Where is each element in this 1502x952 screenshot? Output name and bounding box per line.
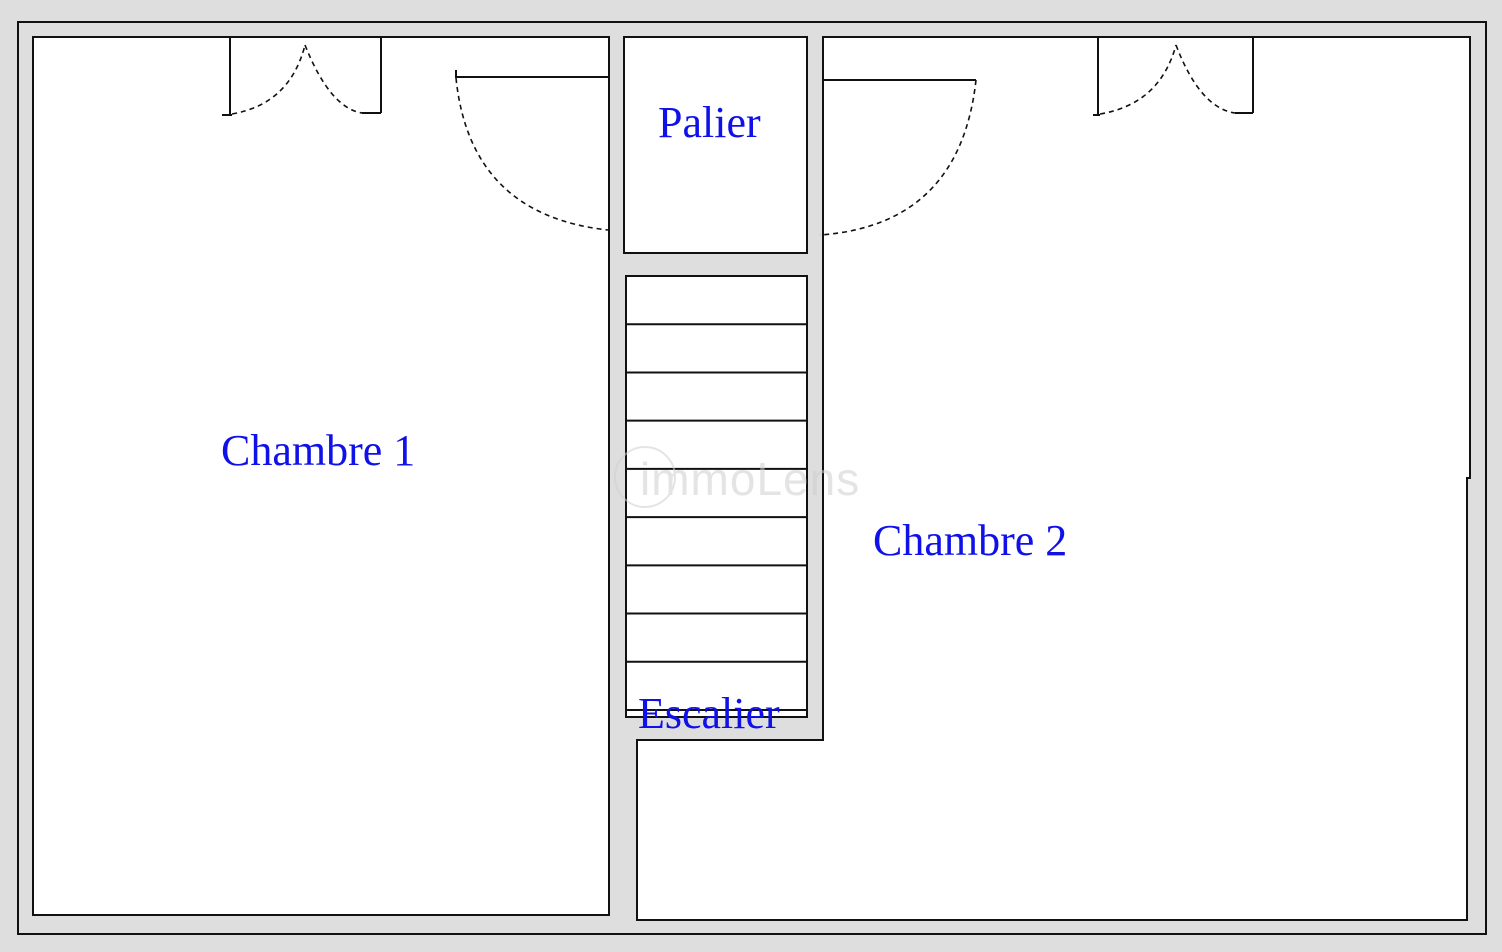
room-chambre-1	[32, 36, 610, 916]
stairs-escalier	[625, 275, 808, 718]
watermark: immoLens	[614, 446, 860, 508]
stair-steps	[626, 323, 807, 663]
room-palier	[623, 36, 808, 254]
window-chambre-1	[222, 37, 382, 116]
window-chambre-2	[1093, 37, 1254, 116]
door-chambre-1	[455, 70, 609, 231]
label-chambre-1: Chambre 1	[221, 426, 415, 475]
door-chambre-2	[819, 79, 977, 236]
label-palier: Palier	[658, 98, 761, 147]
label-chambre-2: Chambre 2	[873, 516, 1067, 565]
label-escalier: Escalier	[638, 689, 780, 738]
room-chambre-2	[636, 36, 1471, 921]
outer-wall	[17, 21, 1487, 935]
watermark-text: immoLens	[640, 453, 860, 505]
watermark-logo-icon	[614, 446, 676, 508]
